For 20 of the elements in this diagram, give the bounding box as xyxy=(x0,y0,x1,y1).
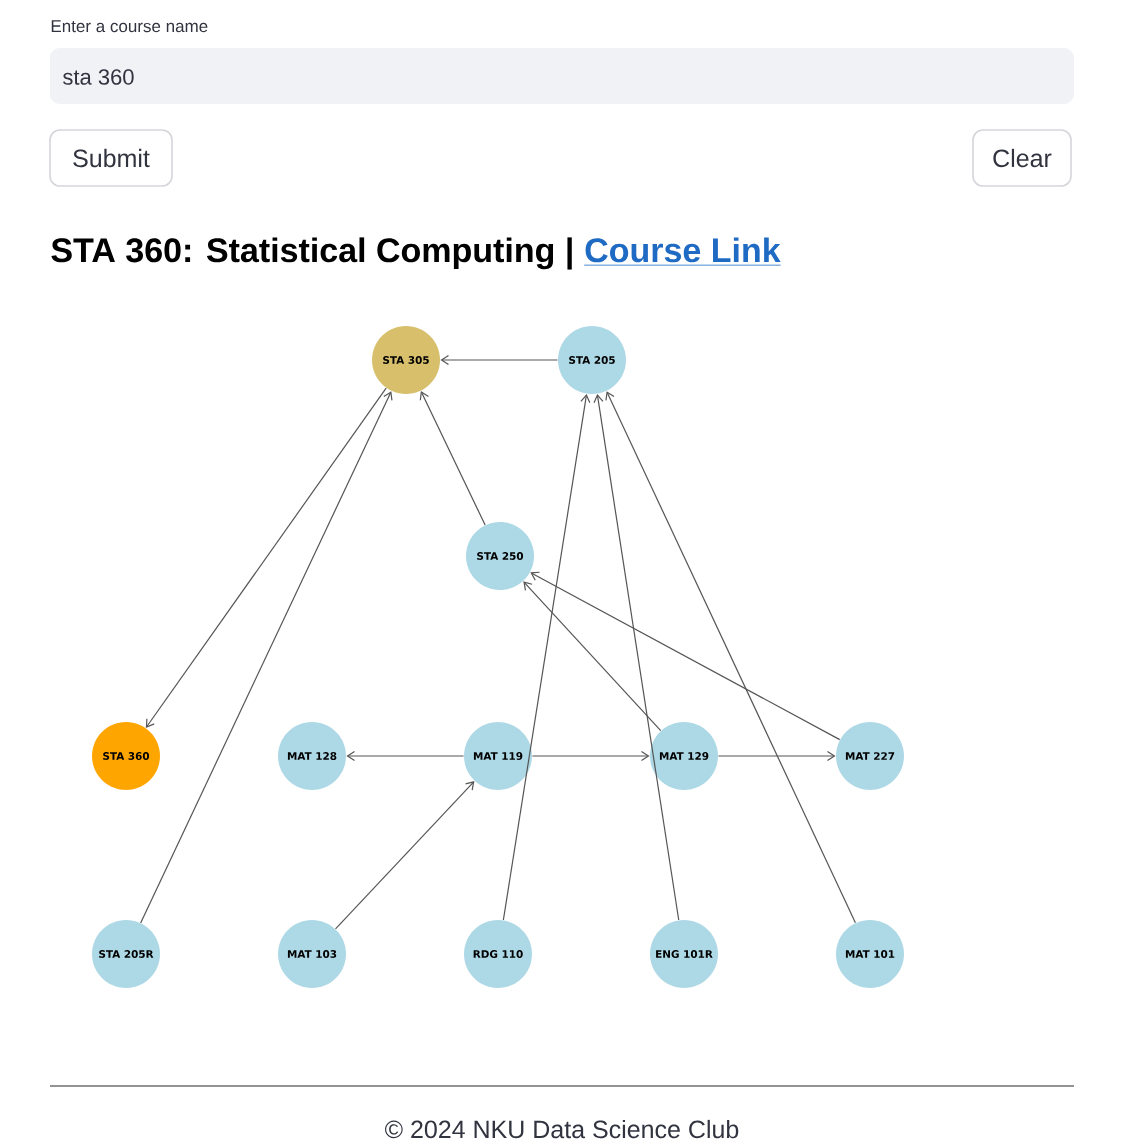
link: Course Link xyxy=(583,237,782,266)
arrow xyxy=(334,781,475,930)
arrow xyxy=(145,387,387,728)
arrow xyxy=(717,750,836,762)
arrow xyxy=(346,750,465,762)
arrow xyxy=(523,581,662,732)
arrow xyxy=(140,391,393,924)
input-field: sta 360 xyxy=(50,48,1074,104)
submit-button: Submit xyxy=(49,129,173,187)
arrow xyxy=(531,750,650,762)
arrow xyxy=(419,391,486,526)
arrow xyxy=(440,354,559,366)
arrow xyxy=(593,394,680,921)
arrow xyxy=(605,391,856,924)
arrow xyxy=(502,394,591,921)
clear-button: Clear xyxy=(972,129,1072,187)
page-heading: STA 360: Statistical Computing | xyxy=(51,237,572,270)
field-label: Enter a course name xyxy=(51,20,208,33)
arrow xyxy=(530,571,841,741)
footer-text: © 2024 NKU Data Science Club xyxy=(385,1119,739,1139)
